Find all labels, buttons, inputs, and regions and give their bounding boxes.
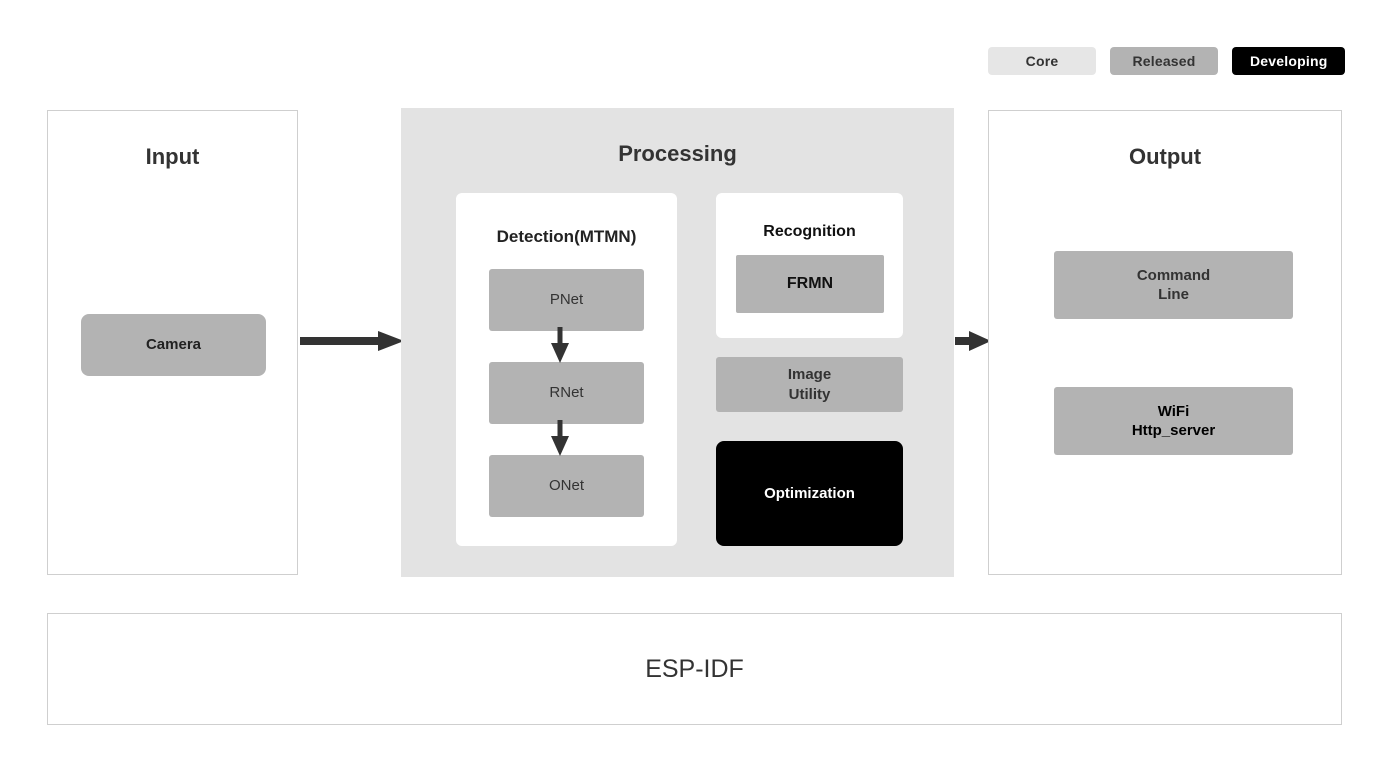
panel-input: Input Camera [47,110,298,575]
legend: Core Released Developing [988,47,1346,75]
box-rnet-label: RNet [549,384,584,402]
box-onet-label: ONet [548,477,584,495]
box-onet[interactable]: ONet [489,455,644,517]
box-frmn-label: FRMN [786,274,834,292]
arrow-rnet-to-onet [551,420,569,456]
box-pnet-label: PNet [549,291,584,309]
panel-processing-title: Processing [618,141,737,166]
box-camera-label: Camera [145,336,202,354]
box-wifi-http-server-label: WiFi Http_server [1131,402,1216,439]
arrow-pnet-to-rnet [551,327,569,363]
subpanel-recognition: Recognition FRMN [716,193,903,338]
box-rnet[interactable]: RNet [489,362,644,424]
arrow-input-to-processing [300,331,404,351]
legend-badge-released[interactable]: Released [1110,47,1218,75]
box-command-line[interactable]: Command Line [1054,251,1293,319]
subpanel-detection-title: Detection(MTMN) [496,227,637,246]
box-frmn[interactable]: FRMN [736,255,884,313]
subpanel-recognition-title: Recognition [763,223,856,240]
panel-output: Output Command Line WiFi Http_server [988,110,1342,575]
box-optimization[interactable]: Optimization [716,441,903,546]
legend-badge-core[interactable]: Core [988,47,1096,75]
box-wifi-http-server[interactable]: WiFi Http_server [1054,387,1293,455]
box-optimization-label: Optimization [764,484,855,502]
legend-label-developing: Developing [1250,53,1328,69]
panel-output-title: Output [1128,144,1202,169]
box-pnet[interactable]: PNet [489,269,644,331]
box-image-utility[interactable]: Image Utility [716,357,903,412]
subpanel-detection: Detection(MTMN) PNet RNet ONet [456,193,677,546]
panel-esp-idf-title: ESP-IDF [645,654,744,683]
box-camera[interactable]: Camera [81,314,266,376]
box-command-line-label: Command Line [1136,266,1211,303]
panel-esp-idf: ESP-IDF [47,613,1342,725]
legend-badge-developing[interactable]: Developing [1232,47,1346,75]
panel-processing: Processing Detection(MTMN) PNet RNet ONe… [401,108,954,577]
panel-input-title: Input [145,144,200,169]
legend-label-released: Released [1132,53,1196,69]
box-image-utility-label: Image Utility [787,366,832,403]
legend-label-core: Core [1025,53,1059,69]
arrow-processing-to-output [955,331,991,351]
